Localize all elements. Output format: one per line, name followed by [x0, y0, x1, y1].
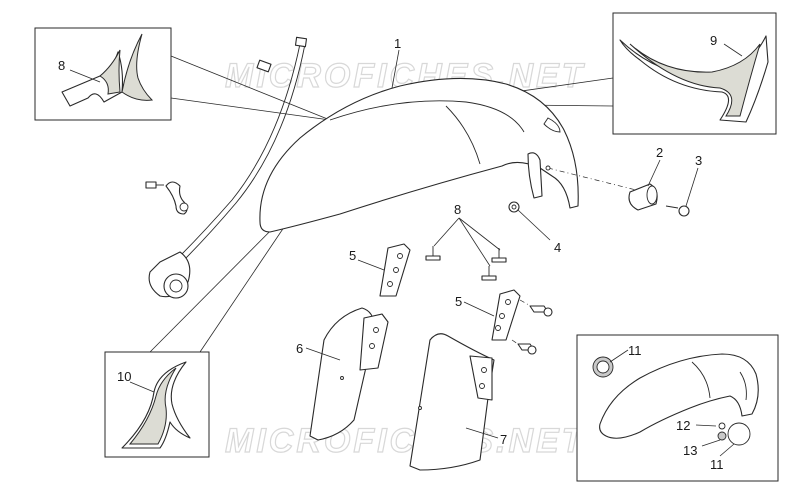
part-7-right-cover	[409, 333, 495, 471]
speedometer-cable	[148, 36, 308, 299]
callouts: 1 2 3 4 5 5 6 7 8 8 9 10 11 11 12 13	[58, 33, 724, 472]
inset-decal-9	[429, 12, 777, 135]
part-5-plate-right	[491, 289, 521, 341]
inset-decal-10	[104, 195, 306, 458]
front-fender	[259, 77, 637, 233]
callout-7: 7	[500, 432, 507, 447]
callout-5-left: 5	[349, 248, 356, 263]
part-8-screws	[425, 246, 507, 281]
callout-11-bottom: 11	[710, 457, 724, 472]
part-3-screw	[665, 205, 690, 217]
part-6-left-cover	[309, 307, 389, 441]
callout-13: 13	[683, 443, 697, 458]
callout-3: 3	[695, 153, 702, 168]
callout-2: 2	[656, 145, 663, 160]
bolts-right	[511, 299, 553, 355]
callout-6: 6	[296, 341, 303, 356]
callout-12: 12	[676, 418, 690, 433]
callout-5-right: 5	[455, 294, 462, 309]
part-5-plate-left	[379, 243, 411, 297]
callout-1: 1	[394, 36, 401, 51]
cable-clamp	[145, 181, 189, 215]
callout-4: 4	[554, 240, 561, 255]
part-4-nut	[508, 201, 520, 213]
callout-8-screws: 8	[454, 202, 461, 217]
callout-11-top: 11	[628, 343, 642, 358]
part-2-spacer	[628, 183, 658, 211]
callout-10: 10	[117, 369, 131, 384]
watermark-bottom: MICROFICHES.NET	[225, 422, 586, 460]
inset-reflectors	[576, 334, 779, 482]
callout-9: 9	[710, 33, 717, 48]
inset-decal-8	[34, 27, 331, 121]
leader-lines	[69, 43, 743, 457]
callout-8-inset: 8	[58, 58, 65, 73]
